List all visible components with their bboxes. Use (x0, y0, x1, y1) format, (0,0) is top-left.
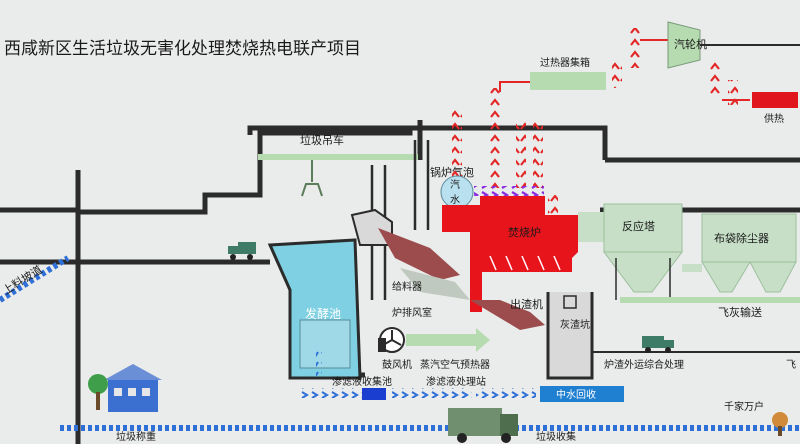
fly-ash-label: 飞灰输送 (718, 305, 762, 319)
pool-drain-arrow (316, 348, 322, 376)
garbage-feed-chute (378, 228, 460, 280)
truck-icon (228, 242, 256, 260)
incinerator-label: 焚烧炉 (508, 226, 541, 239)
collection-label: 垃圾收集 (536, 430, 576, 443)
feeder-label: 给料器 (392, 280, 422, 293)
tree-icon-right (772, 412, 788, 436)
reclaimed-water-box (540, 386, 624, 402)
leachate-arrows (300, 388, 380, 398)
superheater-header-label: 过热器集箱 (540, 56, 590, 69)
steam-arrows (452, 28, 738, 220)
flue-gas-arrows (474, 186, 544, 196)
air-preheater-label: 蒸汽空气预热器 (420, 358, 490, 371)
fan-icon (378, 327, 405, 353)
slag-transport-label: 炉渣外运综合处理 (604, 358, 684, 371)
reaction-tower (603, 203, 683, 300)
leachate-arrows-2 (392, 388, 472, 398)
slag-extractor-label: 出渣机 (510, 297, 543, 311)
blower-label: 鼓风机 (382, 358, 412, 371)
crane-grab-icon (301, 160, 323, 197)
preheater-arrow (476, 328, 490, 352)
crane-rail (258, 154, 418, 160)
superheater-header (530, 72, 606, 90)
bag-filter-label: 布袋除尘器 (714, 231, 769, 245)
leachate-station-label: 渗滤液处理站 (426, 375, 486, 388)
tree-icon (88, 374, 108, 410)
slag-truck-icon (642, 336, 674, 353)
bag-filter (701, 213, 797, 293)
drum-water-label: 水 (450, 194, 460, 206)
heat-supply-box (752, 92, 798, 108)
turbine (667, 21, 701, 69)
drum-steam-label: 汽 (450, 178, 460, 191)
flue-duct (578, 212, 606, 242)
leachate-tank (362, 388, 386, 400)
reaction-tower-label: 反应塔 (622, 219, 655, 233)
turbine-label: 汽轮机 (674, 37, 707, 51)
ash-pit (546, 292, 594, 380)
feed-chute (370, 140, 430, 300)
incinerator-hoppers (489, 255, 561, 271)
diagram-title: 西咸新区生活垃圾无害化处理焚烧热电联产项目 (4, 39, 361, 59)
ash-pit-label: 灰渣坑 (560, 318, 590, 331)
grate (400, 268, 470, 300)
fly-ash-cut-label: 飞 (786, 360, 796, 371)
crane-label: 垃圾吊车 (300, 133, 344, 147)
pool-inner (299, 319, 351, 369)
slag-flow (470, 300, 545, 330)
incinerator (442, 196, 578, 312)
fermentation-pool-label: 发酵池 (305, 306, 341, 321)
house-icon (104, 364, 162, 412)
air-preheater-pipe (406, 334, 476, 346)
weighbridge-label: 垃圾称重 (116, 430, 156, 443)
feed-ramp (0, 255, 70, 303)
leachate-tank-label: 渗滤液收集池 (332, 375, 392, 388)
furnace-air-label: 炉排风室 (392, 306, 432, 319)
heat-supply-label: 供热 (764, 112, 784, 125)
reclaimed-water-label: 中水回收 (556, 388, 596, 401)
leachate-arrows-3 (476, 388, 536, 398)
households-label: 千家万户 (724, 400, 764, 413)
garbage-truck-icon (448, 408, 518, 443)
